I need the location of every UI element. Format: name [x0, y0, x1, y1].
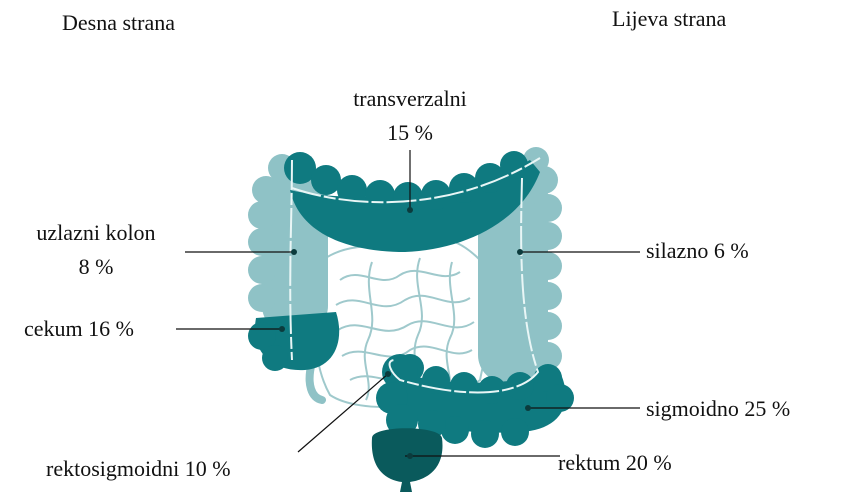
transverse-percent: 15 % — [333, 122, 487, 144]
rectum — [372, 428, 443, 492]
ascending-percent: 8 % — [10, 256, 182, 278]
transverse-label: transverzalni — [333, 88, 487, 110]
ascending-label: uzlazni kolon — [10, 222, 182, 244]
cecum — [248, 312, 339, 371]
descending-label: silazno 6 % — [646, 240, 749, 262]
sigmoid-label: sigmoidno 25 % — [646, 398, 790, 420]
rectosigmoid-label: rektosigmoidni 10 % — [46, 458, 231, 480]
rectum-label: rektum 20 % — [558, 452, 672, 474]
cecum-label: cekum 16 % — [24, 318, 134, 340]
